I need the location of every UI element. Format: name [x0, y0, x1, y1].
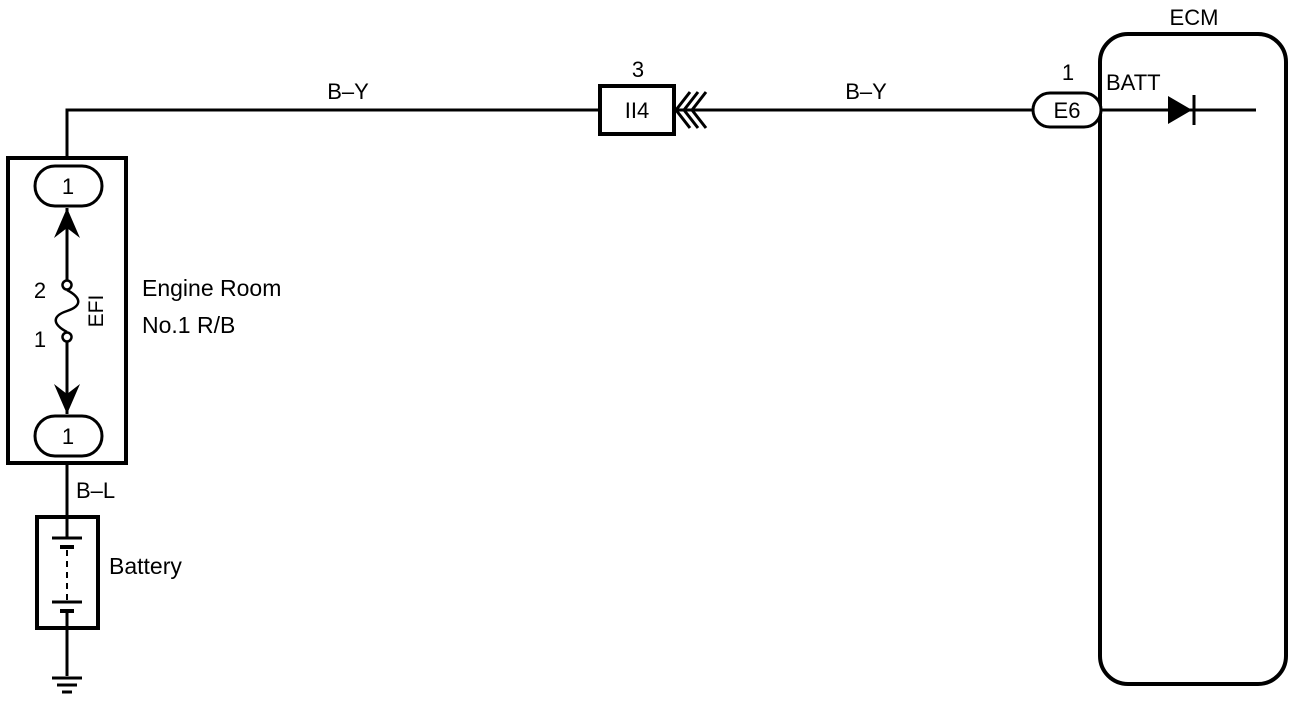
- relay-block-top-pill: [33, 164, 104, 208]
- wire-bl-label: B–L: [76, 478, 115, 503]
- arrow-up-icon: [54, 208, 80, 238]
- fuse-name: EFI: [85, 295, 108, 328]
- relay-block-bottom-pin: 1: [62, 424, 74, 449]
- relay-block-bottom-pill: [33, 414, 104, 458]
- ground-icon: [52, 676, 82, 694]
- junction-connector-box: [598, 84, 676, 136]
- wire-by-left: [65, 108, 600, 160]
- ecm-title: ECM: [1170, 5, 1219, 30]
- wire-by-right-label: B–Y: [845, 79, 887, 104]
- arrow-down-icon: [54, 384, 80, 414]
- relay-block-top-pin: 1: [62, 174, 74, 199]
- fuse-pin-top: 2: [34, 278, 46, 303]
- wire-by-left-label: B–Y: [327, 79, 369, 104]
- ecm-connector-label: E6: [1054, 98, 1081, 123]
- junction-pin-number: 3: [632, 57, 644, 82]
- ecm-box: [1098, 32, 1288, 686]
- fuse-pin-bottom: 1: [34, 327, 46, 352]
- relay-block-name-line2: No.1 R/B: [142, 312, 235, 338]
- ecm-terminal-label: BATT: [1106, 70, 1161, 95]
- ecm-pin-number: 1: [1062, 60, 1074, 85]
- diode-icon: [1168, 95, 1196, 125]
- battery-icon: [52, 519, 82, 626]
- fuse-icon: [54, 279, 80, 343]
- relay-block-name-line1: Engine Room: [142, 275, 281, 301]
- battery-label: Battery: [109, 553, 182, 579]
- junction-connector-label: II4: [625, 98, 649, 123]
